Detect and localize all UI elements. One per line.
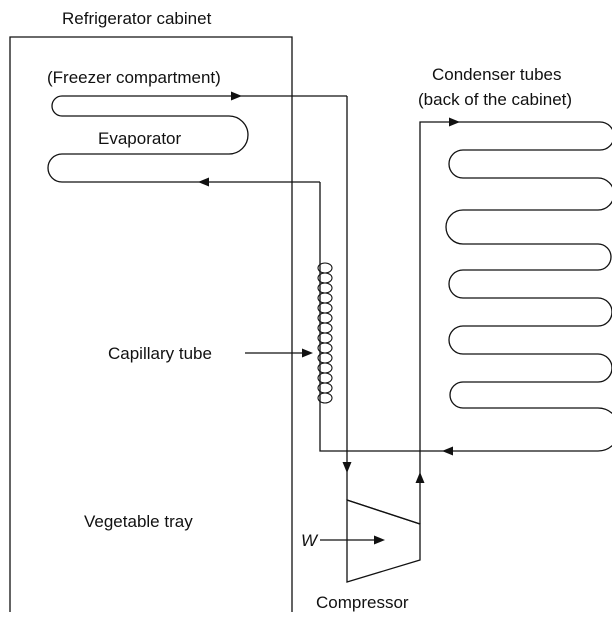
condenser-label-line2: (back of the cabinet) (418, 90, 572, 109)
freezer-label: (Freezer compartment) (47, 68, 221, 87)
discharge-line (419, 121, 600, 524)
compressor-divider (346, 499, 421, 525)
capillary-label: Capillary tube (108, 344, 212, 363)
cabinet-outline (9, 36, 293, 612)
capillary-coil (317, 262, 333, 404)
arrow-compressor-inlet (342, 462, 352, 473)
work-input-arrowhead (374, 535, 385, 545)
cabinet-label: Refrigerator cabinet (62, 9, 212, 28)
arrow-condenser-inlet (449, 117, 460, 127)
evaporator-coil (47, 95, 347, 183)
compressor-label: Compressor (316, 593, 409, 612)
vegetable-tray-label: Vegetable tray (84, 512, 193, 531)
arrow-compressor-outlet (415, 472, 425, 483)
condenser-label-line1: Condenser tubes (432, 65, 561, 84)
evaporator-label: Evaporator (98, 129, 181, 148)
arrow-condenser-outlet (442, 446, 453, 456)
capillary-pointer-arrowhead (302, 348, 313, 358)
work-label: W (301, 531, 319, 550)
liquid-line (319, 182, 467, 452)
condenser-coil (445, 121, 612, 452)
arrow-evaporator-inlet (198, 177, 209, 187)
arrow-evaporator-outlet (231, 91, 242, 101)
